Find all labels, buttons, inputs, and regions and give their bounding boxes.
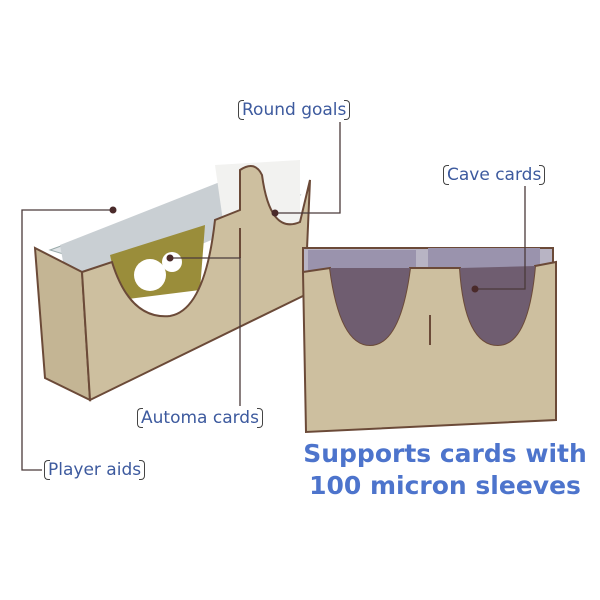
headline-line-1: Supports cards with	[303, 439, 587, 468]
player-aids-label: Player aids	[44, 460, 146, 480]
cave-cards-label: Cave cards	[443, 165, 546, 185]
left-card-box	[33, 160, 311, 402]
right-card-box	[301, 247, 557, 434]
leader-lines	[21, 122, 526, 471]
leader-dots	[109, 206, 479, 293]
automa-cards-label: Automa cards	[137, 408, 263, 428]
sleeve-support-headline: Supports cards with 100 micron sleeves	[300, 438, 590, 502]
round-goals-label: Round goals	[238, 100, 351, 120]
headline-line-2: 100 micron sleeves	[309, 471, 581, 500]
